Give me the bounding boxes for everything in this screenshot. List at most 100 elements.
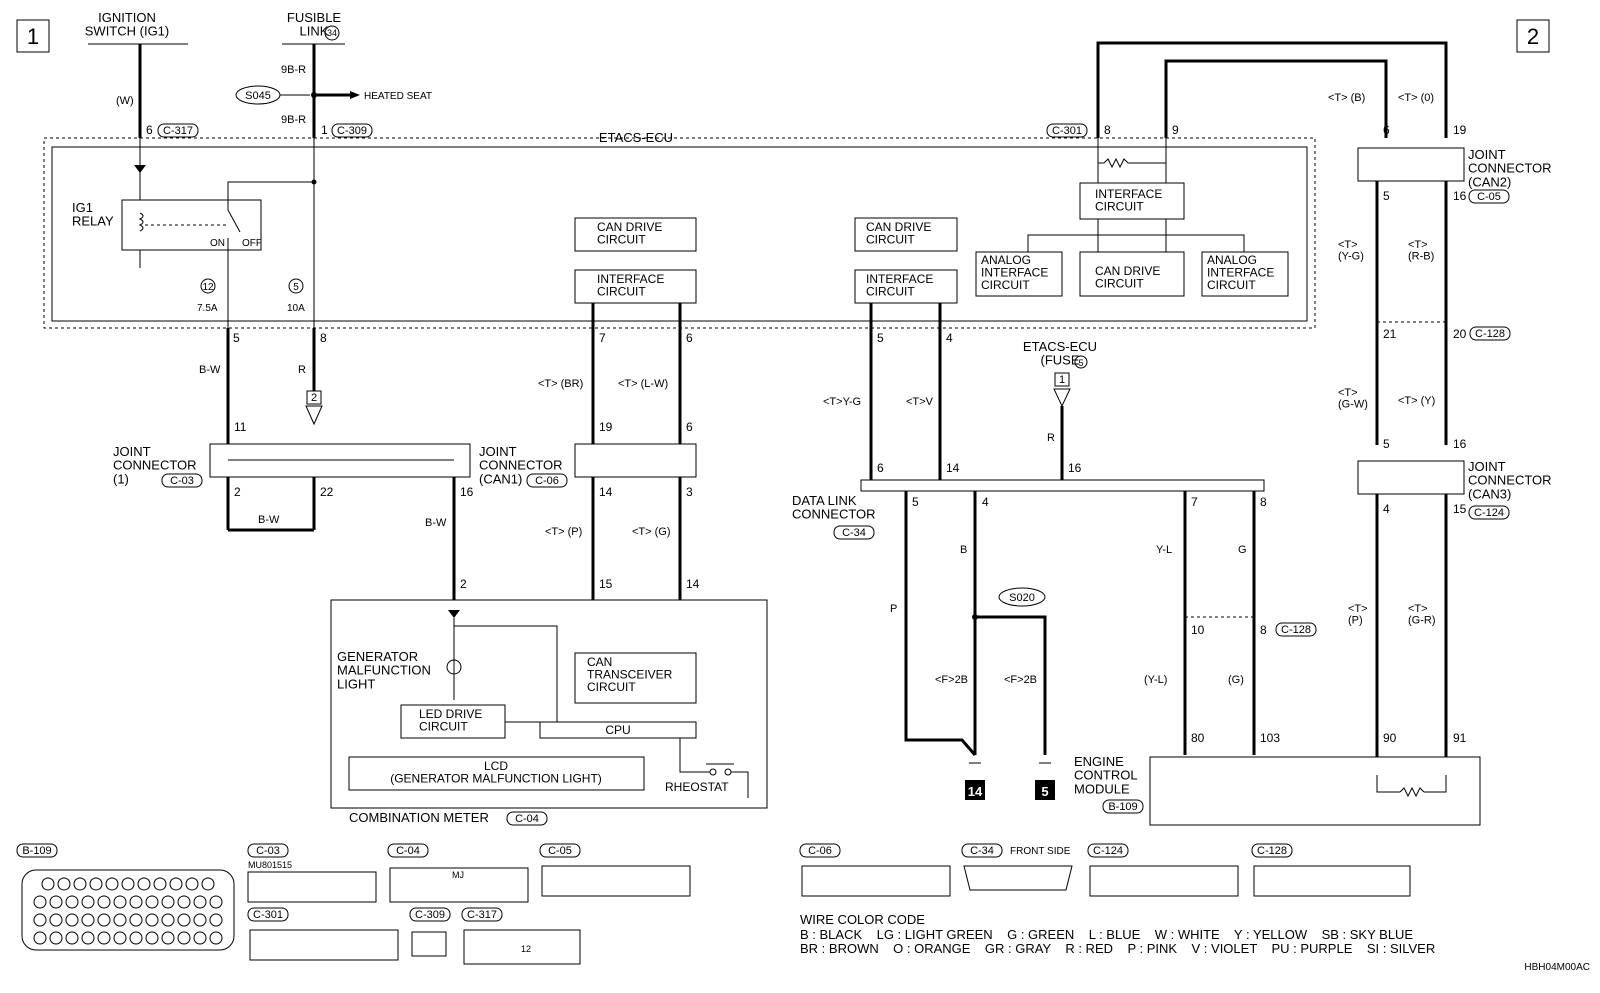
can1-pin-14b: 14 — [686, 577, 700, 591]
s020-oval — [998, 587, 1046, 607]
arrow-2: 2 — [311, 392, 317, 404]
dlc-w-yl: (Y-L) — [1144, 674, 1167, 686]
page-number-left: 1 — [27, 24, 39, 49]
dlc-pin-8b: 8 — [1260, 623, 1267, 637]
can-transceiver-box — [574, 652, 697, 704]
can1-pin-3: 3 — [686, 485, 693, 499]
analog-box-2 — [1201, 251, 1289, 297]
legend-c317-tag — [461, 907, 503, 922]
meter-cpu-line — [454, 625, 558, 722]
cpu-box — [539, 721, 697, 739]
ig1-relay-box — [121, 199, 262, 251]
b109-label: B-109 — [1108, 801, 1137, 813]
c34-tag — [833, 525, 875, 540]
b109-pin — [113, 913, 127, 927]
pin-6-c317: 6 — [146, 123, 153, 137]
c128-tag-a — [1275, 622, 1317, 637]
relay-coil — [138, 212, 144, 232]
ecm-res-l — [1376, 775, 1400, 793]
b109-pin — [177, 931, 191, 945]
legend-c04-mj: MJ — [452, 870, 464, 880]
legend-c128: C-128 — [1257, 845, 1287, 857]
can1-pin-14: 14 — [599, 485, 613, 499]
cpu-label: CPU — [605, 723, 630, 737]
arrow-1-tri — [1053, 388, 1071, 408]
joint-connector-can1 — [574, 443, 697, 478]
b109-pin — [193, 913, 207, 927]
c03-tag — [161, 473, 203, 488]
wire-color-line2: BR : BROWN O : ORANGE GR : GRAY R : RED … — [800, 941, 1435, 956]
c309-connector — [411, 931, 447, 957]
interface-bus — [1027, 234, 1245, 252]
dlc-pin-4: 4 — [946, 331, 953, 345]
b109-pin — [89, 877, 103, 891]
c317-label: C-317 — [163, 125, 193, 137]
b109-pin — [65, 913, 79, 927]
legend-c04: C-04 — [396, 845, 420, 857]
data-link-connector — [860, 479, 1265, 492]
b109-pin — [201, 877, 215, 891]
b109-pin — [177, 895, 191, 909]
b109-pin — [145, 895, 159, 909]
page-number-box-right — [1516, 19, 1550, 53]
legend-c317: C-317 — [467, 909, 497, 921]
b109-pin — [185, 877, 199, 891]
s045-label: S045 — [245, 90, 271, 102]
can1-pin-6: 6 — [686, 331, 693, 345]
arrow-1: 1 — [1059, 374, 1065, 386]
legend-b109-tag — [16, 843, 58, 858]
legend-c128-tag — [1251, 843, 1293, 858]
fuse5-circle — [288, 278, 304, 294]
legend-c309-tag — [409, 907, 451, 922]
b109-pin-grid — [33, 877, 223, 945]
can1-w-p: <T> (P) — [545, 526, 582, 538]
b109-pin — [161, 895, 175, 909]
dlc-pin-103: 103 — [1260, 731, 1280, 745]
pin-1-c309: 1 — [321, 123, 328, 137]
c301-label: C-301 — [1052, 125, 1082, 137]
b109-pin — [41, 877, 55, 891]
legend-c301: C-301 — [253, 909, 283, 921]
b109-pin — [81, 913, 95, 927]
b109-pin — [129, 895, 143, 909]
b109-pin — [121, 877, 135, 891]
rheostat-gnd — [731, 771, 749, 798]
relay-on: ON — [210, 238, 225, 249]
joint-connector-can3 — [1357, 460, 1465, 495]
legend-mu: MU801515 — [248, 860, 292, 870]
b109-pin — [49, 913, 63, 927]
right-pin-5b: 5 — [1383, 437, 1390, 451]
c317-connector — [463, 929, 581, 965]
fuse12-rating: 7.5A — [197, 303, 218, 314]
right-pin-4: 4 — [1383, 502, 1390, 516]
wire-color-title: WIRE COLOR CODE — [800, 912, 925, 927]
right-w-p: <T>(P) — [1348, 603, 1368, 627]
pin-8-ecu: 8 — [320, 331, 327, 345]
c05-label: C-05 — [1477, 191, 1501, 203]
right-w-rb: <T>(R-B) — [1408, 239, 1434, 263]
dlc-wire-b: B — [960, 544, 967, 556]
right-pin-16: 16 — [1453, 189, 1467, 203]
can1-w-g: <T> (G) — [632, 526, 671, 538]
dlc-pin-16: 16 — [1068, 461, 1082, 475]
wire-bw-label: B-W — [199, 364, 221, 376]
legend-c05-tag — [539, 843, 581, 858]
right-pin-20: 20 — [1453, 327, 1467, 341]
termination-resistor — [1103, 157, 1129, 169]
b109-pin — [81, 931, 95, 945]
legend-c06: C-06 — [808, 845, 832, 857]
b109-pin — [193, 895, 207, 909]
c34-connector — [963, 865, 1073, 891]
right-pin-16b: 16 — [1453, 437, 1467, 451]
interface-box-3 — [1079, 182, 1185, 220]
page-number-right: 2 — [1527, 24, 1539, 49]
